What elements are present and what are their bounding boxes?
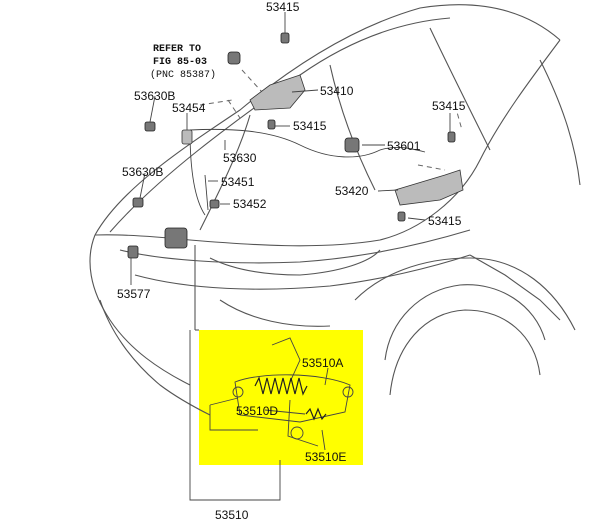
clip-53452 [209,199,220,209]
hood-release-cable [189,128,426,158]
label-53415-mid: 53415 [293,119,327,133]
bracket-53454 [181,129,193,145]
bolt-53415-top [280,32,290,44]
label-53415-top: 53415 [266,0,300,14]
label-53420: 53420 [335,184,369,198]
label-refer-fig: FIG 85-03 [153,57,207,68]
label-refer-to: REFER TO [153,44,201,55]
label-53577: 53577 [117,287,151,301]
clip-53577 [127,245,139,259]
support-rod-53451 [204,174,209,211]
label-53630b-top: 53630B [134,89,175,103]
label-53452: 53452 [233,197,267,211]
clip-53630b-mid [132,197,144,208]
label-53510: 53510 [215,508,249,522]
hinge-53410 [249,74,306,111]
label-53415-low: 53415 [428,214,462,228]
car-body-outline [89,4,581,416]
label-53510d: 53510D [236,404,278,418]
label-refer-pnc: (PNC 85387) [150,69,216,81]
leader-lines [130,12,451,501]
label-53410: 53410 [320,84,354,98]
hood-lock-assembly [209,337,354,447]
label-53630: 53630 [223,151,257,165]
small-spring [305,407,327,421]
label-53601: 53601 [387,139,421,153]
label-53630b-mid: 53630B [122,165,163,179]
clip-53630b-top [144,121,156,132]
label-53451: 53451 [221,175,255,189]
hood-lock-highlight-area [199,330,363,465]
release-handle-53601 [344,137,360,153]
label-53454: 53454 [172,101,206,115]
lock-bracket [164,227,188,249]
hinge-53420 [394,169,464,206]
bolt-53415-mid [267,119,276,130]
lock-spring [254,376,308,396]
label-53415-right: 53415 [432,99,466,113]
label-53510e: 53510E [305,450,346,464]
label-53510a: 53510A [302,356,343,370]
clip-ref-85387 [227,51,241,65]
parts [127,32,464,259]
bolt-53415-right [447,131,456,143]
bolt-53415-low [397,211,406,222]
